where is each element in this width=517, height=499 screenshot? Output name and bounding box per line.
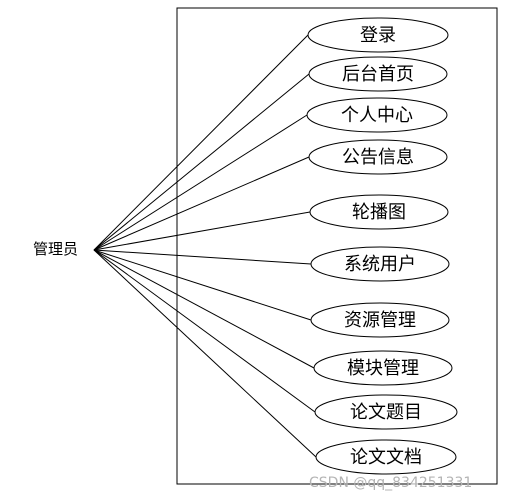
use-case-ellipse [315, 439, 457, 475]
use-case-ellipse [309, 194, 449, 230]
use-case-label: 个人中心 [341, 105, 413, 126]
use-case-ellipse [306, 97, 448, 133]
association-line [93, 211, 311, 251]
use-case-label: 模块管理 [347, 358, 419, 379]
use-case-label: 后台首页 [342, 64, 414, 85]
association-line [93, 156, 310, 251]
use-case-label: 登录 [360, 25, 396, 46]
use-case: 轮播图 [309, 194, 449, 230]
association-line [93, 249, 316, 413]
use-case: 资源管理 [310, 302, 450, 338]
use-case-label: 论文文档 [350, 447, 422, 468]
watermark: CSDN @qq_834251331 [309, 475, 472, 491]
use-case-label: 系统用户 [344, 254, 416, 275]
use-case-label: 资源管理 [344, 310, 416, 331]
use-case: 后台首页 [308, 56, 448, 92]
use-case-ellipse [313, 350, 453, 386]
use-case-ellipse [308, 139, 448, 175]
use-case-ellipse [307, 17, 449, 53]
use-case-ellipse [310, 246, 450, 282]
use-case: 公告信息 [308, 139, 448, 175]
association-line [93, 249, 315, 369]
use-case: 系统用户 [310, 246, 450, 282]
use-case-ellipse [308, 56, 448, 92]
use-case: 论文题目 [314, 394, 458, 430]
association-line [93, 249, 312, 321]
association-line [93, 34, 309, 251]
use-case: 模块管理 [313, 350, 453, 386]
association-line [93, 114, 308, 251]
association-line [93, 249, 312, 265]
association-lines [93, 34, 317, 458]
use-case-ellipse [310, 302, 450, 338]
association-line [93, 73, 310, 251]
use-case-label: 轮播图 [352, 202, 406, 223]
system-boundary [176, 7, 498, 485]
use-case: 登录 [307, 17, 449, 53]
actor-label: 管理员 [33, 240, 78, 258]
use-case-ellipse [314, 394, 458, 430]
use-case-label: 公告信息 [342, 147, 414, 168]
association-line [93, 249, 317, 458]
use-case: 个人中心 [306, 97, 448, 133]
use-case-label: 论文题目 [350, 402, 422, 423]
use-case: 论文文档 [315, 439, 457, 475]
